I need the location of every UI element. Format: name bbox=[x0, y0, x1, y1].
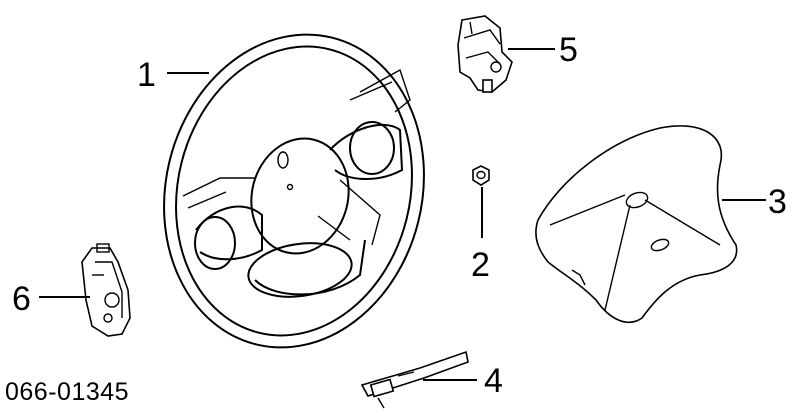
airbag-module-part[interactable] bbox=[535, 125, 738, 324]
clockspring-part[interactable] bbox=[457, 15, 513, 93]
callout-label-1: 1 bbox=[137, 56, 156, 94]
nut-part[interactable] bbox=[472, 165, 490, 186]
diagram-reference-code: 066-01345 bbox=[5, 378, 129, 406]
callout-label-3: 3 bbox=[768, 183, 787, 221]
wiring-harness-part[interactable] bbox=[360, 350, 469, 409]
switch-part[interactable] bbox=[81, 243, 131, 337]
callout-label-6: 6 bbox=[12, 280, 31, 318]
callout-label-5: 5 bbox=[559, 31, 578, 69]
callout-label-2: 2 bbox=[471, 246, 490, 284]
callout-label-4: 4 bbox=[484, 362, 503, 400]
steering-wheel-part[interactable] bbox=[132, 7, 457, 376]
